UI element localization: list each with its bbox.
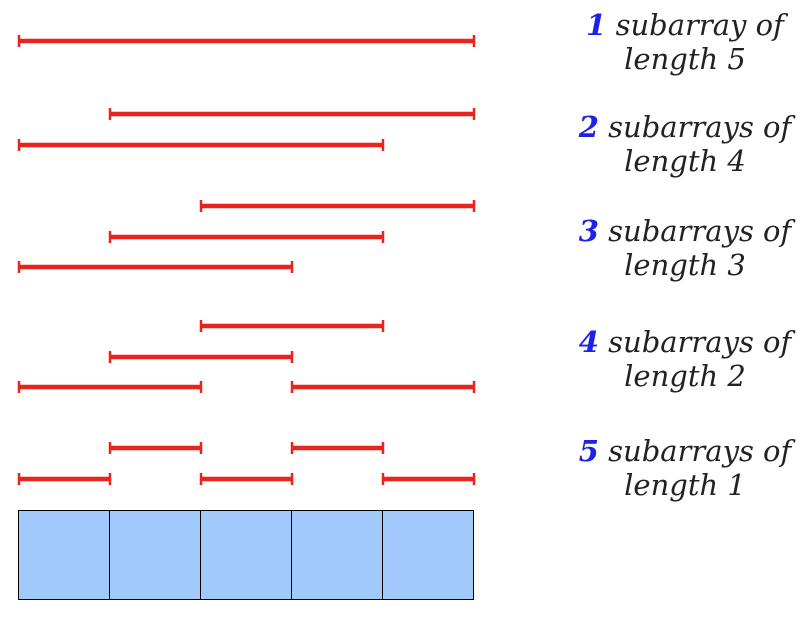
label-line1: subarrays of <box>608 434 792 468</box>
subarray-group-2 <box>17 108 476 151</box>
subarray-segment <box>17 35 476 47</box>
label-line2: length 1 <box>624 468 746 502</box>
subarray-group-4 <box>17 320 476 393</box>
label-group-5: 5 subarrays of length 1 <box>565 434 805 502</box>
array-cell <box>291 510 383 600</box>
subarray-segment <box>108 108 476 120</box>
label-group-4: 4 subarrays of length 2 <box>565 325 805 393</box>
subarray-segment <box>199 200 476 212</box>
subarray-group-1 <box>17 35 476 47</box>
count-number: 4 <box>578 325 599 359</box>
subarray-group-3 <box>17 200 476 273</box>
label-line2: length 5 <box>624 42 746 76</box>
count-number: 5 <box>578 434 599 468</box>
count-number: 2 <box>578 110 599 144</box>
label-group-2: 2 subarrays of length 4 <box>565 110 805 178</box>
label-line2: length 4 <box>624 144 746 178</box>
array-cell <box>382 510 474 600</box>
subarray-segment <box>17 473 112 485</box>
array-cell <box>109 510 201 600</box>
count-number: 1 <box>586 8 607 42</box>
label-line1: subarrays of <box>608 214 792 248</box>
subarray-segment <box>199 320 385 332</box>
count-number: 3 <box>578 214 599 248</box>
label-line2: length 2 <box>624 359 746 393</box>
subarray-segment <box>17 261 294 273</box>
label-line2: length 3 <box>624 248 746 282</box>
subarray-segment <box>108 351 294 363</box>
subarray-segment <box>381 473 476 485</box>
label-line1: subarrays of <box>608 110 792 144</box>
subarray-segment <box>290 442 385 454</box>
subarray-segment <box>17 381 203 393</box>
array-cell <box>200 510 292 600</box>
subarray-segment <box>108 231 385 243</box>
array-cell <box>18 510 110 600</box>
subarray-segment <box>199 473 294 485</box>
subarray-segment <box>17 139 385 151</box>
label-line1: subarrays of <box>608 325 792 359</box>
subarray-group-5 <box>17 442 476 485</box>
label-line1: subarray of <box>615 8 784 42</box>
label-group-1: 1 subarray of length 5 <box>565 8 805 76</box>
subarray-segment <box>290 381 476 393</box>
label-group-3: 3 subarrays of length 3 <box>565 214 805 282</box>
subarray-segment <box>108 442 203 454</box>
